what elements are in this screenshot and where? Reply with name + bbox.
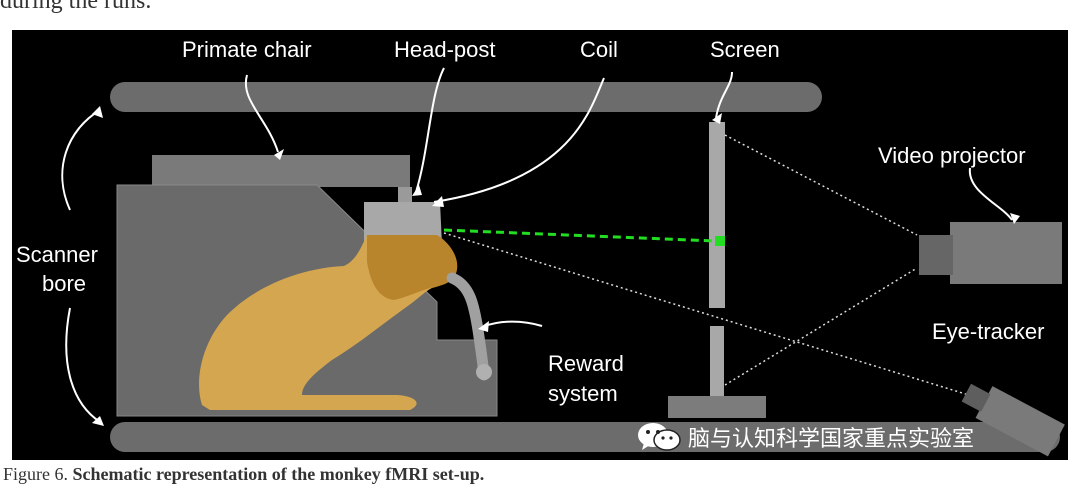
label-eye-tracker: Eye-tracker [932,319,1044,344]
arrow-heads [92,106,1020,426]
coil-helmet [364,202,442,245]
eye-tracker-camera [961,383,1065,457]
label-system: system [548,381,618,406]
eye-tracker-line [443,232,973,397]
fmri-setup-figure: Primate chair Head-post Coil Screen Vide… [12,30,1068,460]
fixation-target [715,236,725,246]
video-projector-body [950,222,1062,284]
gaze-line [443,228,716,243]
scanner-bore-bottom [110,422,1060,452]
watermark: 脑与认知科学国家重点实验室 [636,421,974,453]
watermark-text: 脑与认知科学国家重点实验室 [688,427,975,452]
label-reward: Reward [548,351,624,376]
monkey-head [367,235,458,300]
video-projector-lens [919,235,953,275]
previous-paragraph-text: during the runs. [0,0,152,14]
label-scanner: Scanner [16,242,98,267]
primate-chair-top [152,155,410,187]
reward-nozzle [476,364,492,380]
figure-caption: Figure 6. Schematic representation of th… [3,464,484,485]
caption-title: Schematic representation of the monkey f… [72,464,485,484]
fmri-schematic: Primate chair Head-post Coil Screen Vide… [16,37,1065,457]
label-primate-chair: Primate chair [182,37,312,62]
label-screen: Screen [710,37,780,62]
scanner-bore-top [110,82,822,112]
projector-ray-bottom [724,267,918,386]
wechat-icon [638,423,681,451]
label-bore: bore [42,271,86,296]
label-head-post: Head-post [394,37,496,62]
screen-stand-pole [710,326,724,396]
projector-ray-top [724,134,918,236]
caption-prefix: Figure 6. [3,464,68,484]
screen-panel [709,122,725,308]
label-arrows [61,67,1013,423]
label-video-projector: Video projector [878,143,1026,168]
label-coil: Coil [580,37,618,62]
screen-base [668,396,766,418]
